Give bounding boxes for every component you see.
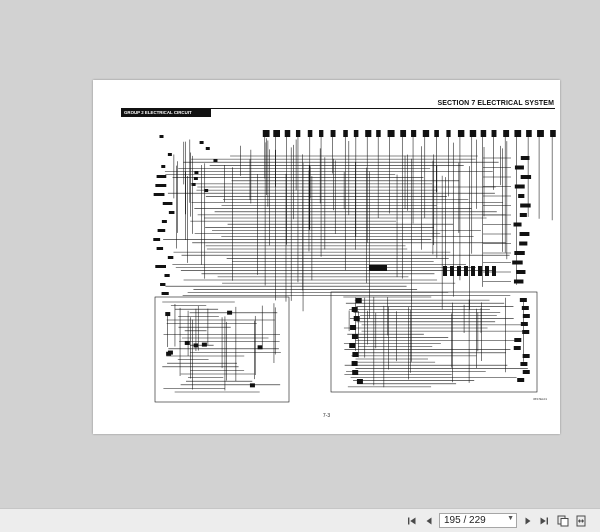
schematic-sub-panels [154, 291, 538, 403]
section-title: SECTION 7 ELECTRICAL SYSTEM [437, 100, 554, 107]
page-number: 7-3 [322, 413, 331, 419]
fit-page-icon[interactable] [556, 513, 570, 528]
viewer-toolbar: 195 / 229 ▼ [0, 508, 600, 532]
next-page-icon[interactable] [521, 513, 535, 528]
page-indicator: 195 / 229 [444, 515, 486, 526]
electrical-schematic [153, 130, 556, 403]
drawing-code: 36S7EL01 [532, 397, 547, 401]
page-number-input[interactable]: 195 / 229 ▼ [439, 513, 517, 528]
header-rule [121, 108, 555, 109]
pdf-page: SECTION 7 ELECTRICAL SYSTEM GROUP 2 ELEC… [93, 80, 560, 434]
schematic-wiring [162, 137, 553, 393]
chevron-down-icon[interactable]: ▼ [507, 515, 514, 522]
first-page-icon[interactable] [405, 513, 419, 528]
fit-width-icon[interactable] [574, 513, 588, 528]
group-title: GROUP 2 ELECTRICAL CIRCUIT [121, 109, 211, 117]
last-page-icon[interactable] [537, 513, 551, 528]
document-viewer[interactable]: SECTION 7 ELECTRICAL SYSTEM GROUP 2 ELEC… [0, 0, 600, 508]
previous-page-icon[interactable] [422, 513, 436, 528]
schematic-components [153, 130, 556, 388]
